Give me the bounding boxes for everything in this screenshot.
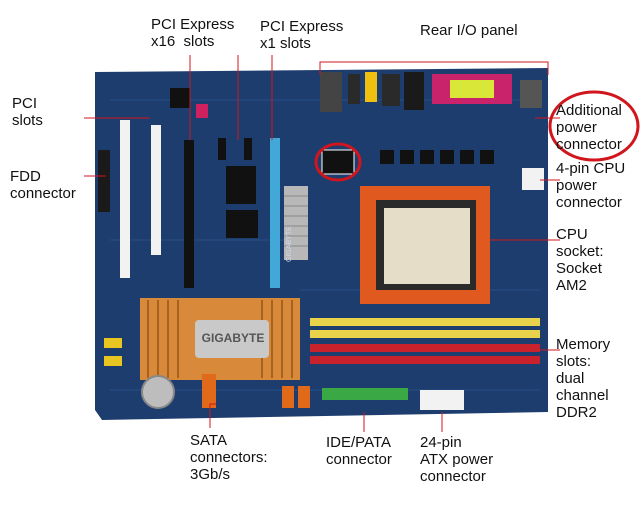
fdd-connector bbox=[98, 150, 110, 212]
board-silk-brand: GIGABYTE bbox=[286, 226, 293, 262]
label-memory: Memory slots: dual channel DDR2 bbox=[556, 336, 611, 421]
header bbox=[104, 356, 122, 366]
pci-slot-2 bbox=[151, 125, 161, 255]
pci-slot-1 bbox=[120, 120, 130, 278]
atx-24pin-connector bbox=[420, 390, 464, 410]
label-rear-io: Rear I/O panel bbox=[420, 22, 518, 39]
chip bbox=[170, 88, 190, 108]
highlight-circle-connector bbox=[314, 142, 362, 182]
label-pci: PCI slots bbox=[12, 95, 43, 129]
dimm-slot-3 bbox=[310, 344, 540, 352]
sata-connector bbox=[298, 386, 310, 408]
pcie-x1-slot-2 bbox=[244, 138, 252, 160]
highlight-circle-label bbox=[548, 90, 640, 162]
ide-connector bbox=[322, 388, 408, 400]
sata-connector bbox=[282, 386, 294, 408]
sata-connector bbox=[202, 374, 216, 408]
pcie-x1-slot-1 bbox=[218, 138, 226, 160]
header bbox=[104, 338, 122, 348]
label-atx-power: 24-pin ATX power connector bbox=[420, 434, 494, 485]
pcie-x16-slot-1 bbox=[184, 140, 194, 288]
cpu-socket bbox=[384, 208, 470, 284]
label-ide: IDE/PATA connector bbox=[326, 434, 392, 468]
label-cpu-socket: CPU socket: Socket AM2 bbox=[556, 226, 604, 294]
label-additional-power: Additional power connector bbox=[556, 102, 622, 153]
label-cpu-4pin: 4-pin CPU power connector bbox=[556, 160, 626, 211]
dimm-slot-1 bbox=[310, 318, 540, 326]
board-brand: GIGABYTE bbox=[201, 331, 265, 345]
additional-power-connector bbox=[321, 149, 355, 175]
dimm-slot-4 bbox=[310, 356, 540, 364]
cpu-4pin-power bbox=[522, 168, 544, 190]
callout-lines bbox=[84, 55, 560, 432]
label-pcie-x1: PCI Express x1 slots bbox=[260, 18, 344, 52]
gigabyte-plate bbox=[195, 320, 269, 358]
rear-io-ports bbox=[320, 72, 542, 112]
label-pcie-x16: PCI Express x16 slots bbox=[151, 16, 235, 50]
label-sata: SATA connectors: 3Gb/s bbox=[190, 432, 268, 483]
chip bbox=[226, 210, 258, 238]
cmos-battery bbox=[141, 375, 175, 409]
pcie-x16-slot-2 bbox=[270, 138, 280, 288]
pink-header bbox=[196, 104, 208, 118]
label-fdd: FDD connector bbox=[10, 168, 76, 202]
nb-heatsink bbox=[284, 186, 308, 260]
chip bbox=[226, 166, 256, 204]
dimm-slot-2 bbox=[310, 330, 540, 338]
